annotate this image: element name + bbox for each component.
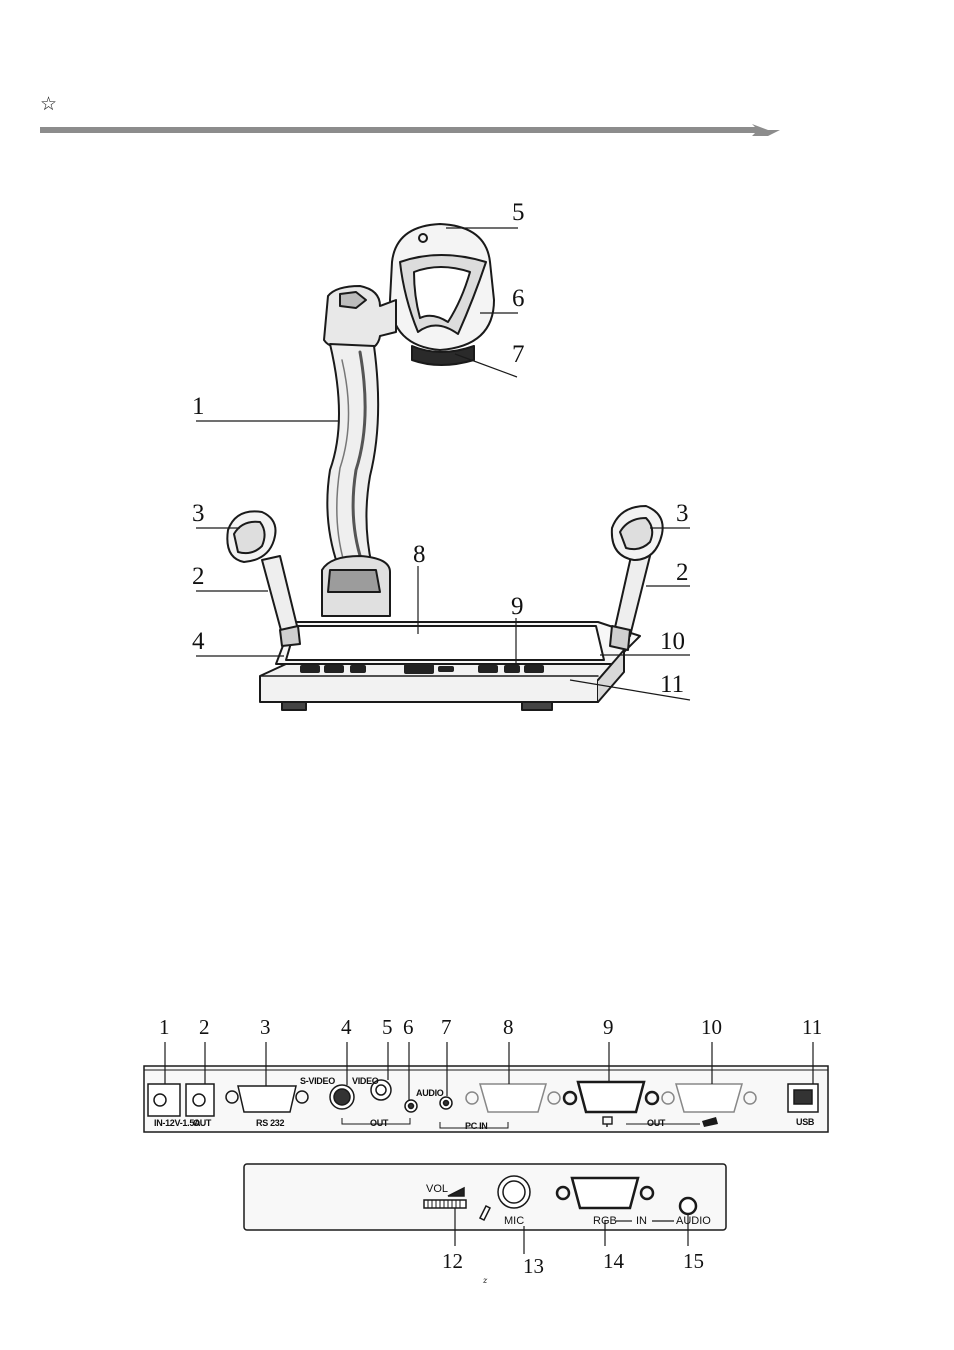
callout-2-left: 2	[192, 563, 205, 590]
rear-callout-1: 1	[159, 1015, 170, 1039]
callout-4: 4	[192, 628, 205, 655]
label-pc-in: PC IN	[465, 1121, 488, 1131]
label-svideo: S-VIDEO	[300, 1076, 335, 1086]
side-callout-12: 12	[442, 1249, 463, 1273]
callout-6: 6	[512, 285, 525, 312]
rear-callout-7: 7	[441, 1015, 452, 1039]
callout-10: 10	[660, 628, 685, 655]
side-callout-15: 15	[683, 1249, 704, 1273]
rear-callout-4: 4	[341, 1015, 352, 1039]
callout-2-right: 2	[676, 559, 689, 586]
star-outline-icon: ☆	[40, 93, 58, 115]
label-video: VIDEO	[352, 1076, 379, 1086]
side-callout-13: 13	[523, 1254, 544, 1278]
label-out-group: OUT	[370, 1118, 389, 1128]
label-in: IN	[636, 1215, 647, 1227]
label-vol: VOL	[426, 1183, 449, 1195]
rear-callout-10: 10	[701, 1015, 722, 1039]
rear-callout-6: 6	[403, 1015, 414, 1039]
label-rgb: RGB	[593, 1215, 617, 1227]
label-audio-in: AUDIO	[676, 1215, 711, 1227]
label-mic: MIC	[504, 1215, 525, 1227]
callout-3-left: 3	[192, 500, 205, 527]
rear-callout-8: 8	[503, 1015, 514, 1039]
rear-callout-3: 3	[260, 1015, 271, 1039]
rear-callout-9: 9	[603, 1015, 614, 1039]
label-usb: USB	[796, 1117, 815, 1127]
callout-8: 8	[413, 541, 426, 568]
monitor-icon	[602, 1116, 613, 1127]
rear-callout-5: 5	[382, 1015, 393, 1039]
rear-callout-2: 2	[199, 1015, 210, 1039]
projector-icon	[702, 1117, 718, 1127]
label-audio: AUDIO	[416, 1088, 444, 1098]
callout-7: 7	[512, 341, 525, 368]
label-rs232: RS 232	[256, 1118, 285, 1128]
callout-1: 1	[192, 393, 205, 420]
side-callout-14: 14	[603, 1249, 624, 1273]
label-out-group-2: OUT	[647, 1118, 666, 1128]
callout-11: 11	[660, 671, 685, 698]
label-power-out: OUT	[193, 1118, 212, 1128]
arrow-divider-icon	[40, 124, 780, 136]
rear-callout-11: 11	[802, 1015, 823, 1039]
page-mark: z	[483, 1276, 488, 1285]
callout-5: 5	[512, 199, 525, 226]
callout-3-right: 3	[676, 500, 689, 527]
callout-9: 9	[511, 593, 524, 620]
label-power-in: IN-12V-1.5A	[154, 1118, 201, 1128]
